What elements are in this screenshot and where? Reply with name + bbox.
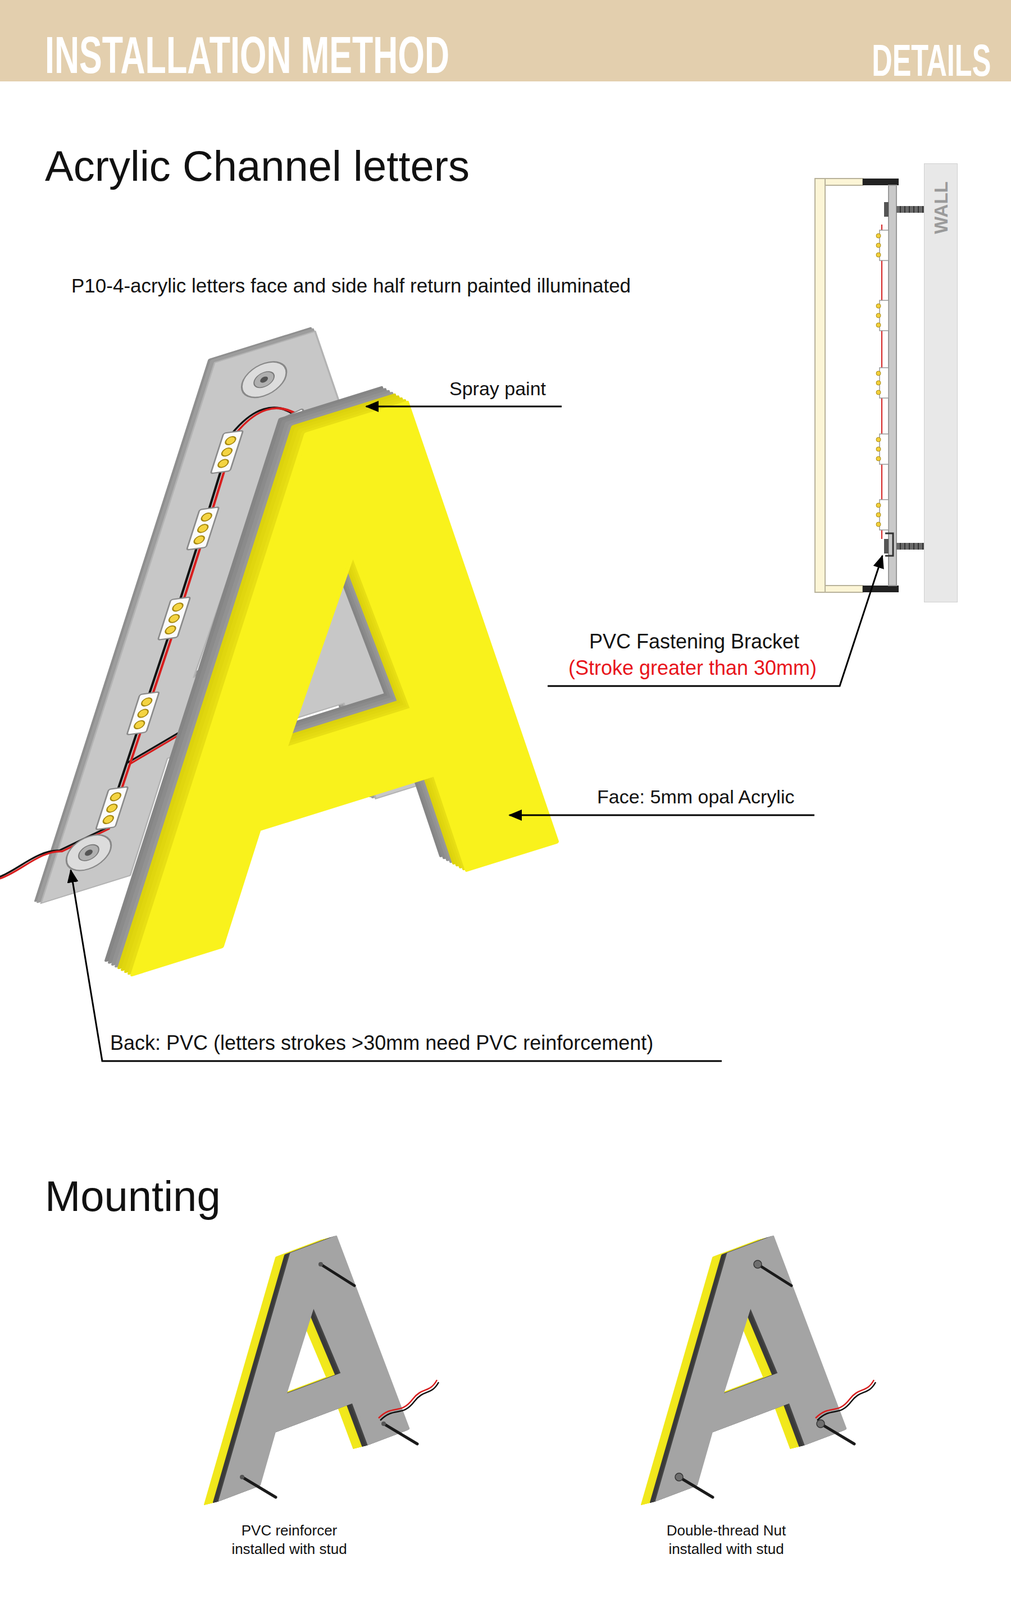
callout-note: (Stroke greater than 30mm) [568,656,817,681]
header-band: INSTALLATION METHOD DETAILS [0,0,1011,82]
product-code: P10-4-acrylic letters face and side half… [71,274,631,298]
callout-label: PVC Fastening Bracket [589,629,800,654]
front-letter [106,337,569,976]
mount-figure-reinforcer [204,1209,439,1505]
section-title: Mounting [44,1171,221,1223]
callout-label: Spray paint [449,377,546,401]
section-title: Acrylic Channel letters [44,140,470,192]
callout-label: Face: 5mm opal Acrylic [597,785,795,809]
callout-label: Back: PVC (letters strokes >30mm need PV… [110,1031,654,1056]
wall-block: WALL [923,163,958,603]
header-title: INSTALLATION METHOD [44,29,450,81]
leader-lines [70,406,883,1062]
figure-caption: PVC reinforcer installed with stud [213,1522,366,1560]
figure-caption: Double-thread Nut installed with stud [650,1522,803,1560]
header-tag: DETAILS [871,38,991,84]
section-view [814,178,927,593]
wall-label: WALL [931,181,951,234]
mount-figure-nut [641,1209,876,1505]
